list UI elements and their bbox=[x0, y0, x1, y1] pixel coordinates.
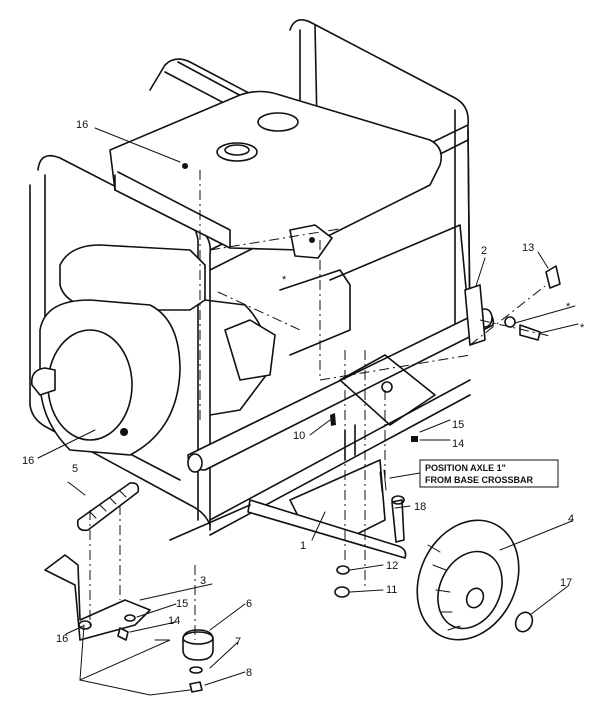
callout-11: 11 bbox=[386, 584, 397, 596]
washer-12 bbox=[336, 565, 350, 575]
screw-14 bbox=[117, 627, 129, 641]
wheel-hub bbox=[465, 587, 485, 609]
hitch-pin-18 bbox=[391, 499, 405, 543]
callout-6: 6 bbox=[246, 598, 252, 610]
callout-16: 16 bbox=[76, 119, 88, 131]
callout-12: 12 bbox=[386, 560, 398, 572]
base-plate bbox=[339, 354, 436, 426]
callout-14: 14 bbox=[168, 615, 180, 627]
tank-bracket-bolt bbox=[309, 237, 315, 243]
leg-bracket-3 bbox=[44, 554, 151, 641]
bolt bbox=[519, 324, 541, 341]
hardware-leaders bbox=[79, 624, 191, 696]
carburetor bbox=[224, 319, 276, 381]
leg-bolt-hole bbox=[78, 620, 92, 630]
note-line-2: FROM BASE CROSSBAR bbox=[425, 475, 534, 485]
hub-cap-17 bbox=[514, 611, 534, 633]
wheel-tire bbox=[416, 519, 520, 641]
nut-14 bbox=[411, 436, 418, 442]
callout-15: 15 bbox=[176, 598, 188, 610]
callout-13: 13 bbox=[522, 242, 534, 254]
starter-handle bbox=[30, 367, 56, 396]
note-line-1: POSITION AXLE 1" bbox=[425, 463, 506, 473]
callout-8: 8 bbox=[246, 667, 252, 679]
callout-17: 17 bbox=[560, 577, 572, 589]
pin-ring bbox=[391, 495, 405, 505]
foot-ribs bbox=[89, 490, 127, 519]
callout-18: 18 bbox=[414, 501, 426, 513]
callout-7: 7 bbox=[235, 636, 241, 648]
tire-tread bbox=[427, 544, 461, 631]
tank-bolt bbox=[182, 163, 189, 169]
callout-15: 15 bbox=[452, 419, 464, 431]
axle bbox=[247, 499, 407, 559]
hardware-13 bbox=[545, 265, 561, 289]
callout-1: 1 bbox=[300, 540, 306, 552]
axle-tube-ext bbox=[169, 504, 251, 541]
engine-recoil-housing bbox=[39, 299, 181, 456]
alternator-housing bbox=[279, 269, 351, 356]
callout-16: 16 bbox=[22, 455, 34, 467]
wheel-rim bbox=[437, 550, 503, 630]
crossbar-end-left bbox=[187, 453, 203, 473]
mounting-nut bbox=[381, 381, 393, 393]
nut-11 bbox=[334, 586, 350, 598]
bolt-10 bbox=[330, 413, 336, 426]
fuel-tank bbox=[109, 90, 443, 251]
rubber-mount-6 bbox=[182, 629, 214, 661]
alternator-case bbox=[329, 224, 471, 331]
washer-15 bbox=[124, 614, 136, 622]
callout-4: 4 bbox=[568, 513, 574, 525]
fuel-gauge bbox=[257, 112, 299, 132]
fuel-cap-top bbox=[224, 144, 250, 156]
asterisk-marker: * bbox=[566, 301, 571, 313]
callout-3: 3 bbox=[200, 575, 206, 587]
washer-7 bbox=[189, 666, 203, 674]
note-box bbox=[419, 459, 559, 488]
fuel-tank-edge bbox=[114, 171, 231, 249]
screw-8 bbox=[189, 681, 203, 693]
callout-10: 10 bbox=[293, 430, 305, 442]
callout-5: 5 bbox=[72, 463, 78, 475]
bolt-16b bbox=[120, 428, 129, 436]
callout-14: 14 bbox=[452, 438, 464, 450]
frame-front-bottom bbox=[29, 404, 211, 526]
note-leader bbox=[379, 469, 421, 493]
callout-2: 2 bbox=[481, 245, 487, 257]
centerlines bbox=[89, 170, 551, 640]
rubber-foot-5 bbox=[76, 482, 140, 532]
mount-top bbox=[182, 631, 214, 645]
washer bbox=[504, 316, 516, 328]
callout-leaders bbox=[37, 127, 579, 686]
asterisk-marker: * bbox=[580, 322, 585, 334]
callout-16: 16 bbox=[56, 633, 68, 645]
frame-rear-loop bbox=[149, 19, 471, 331]
asterisk-marker: * bbox=[282, 274, 287, 286]
bracket-2 bbox=[464, 284, 486, 346]
